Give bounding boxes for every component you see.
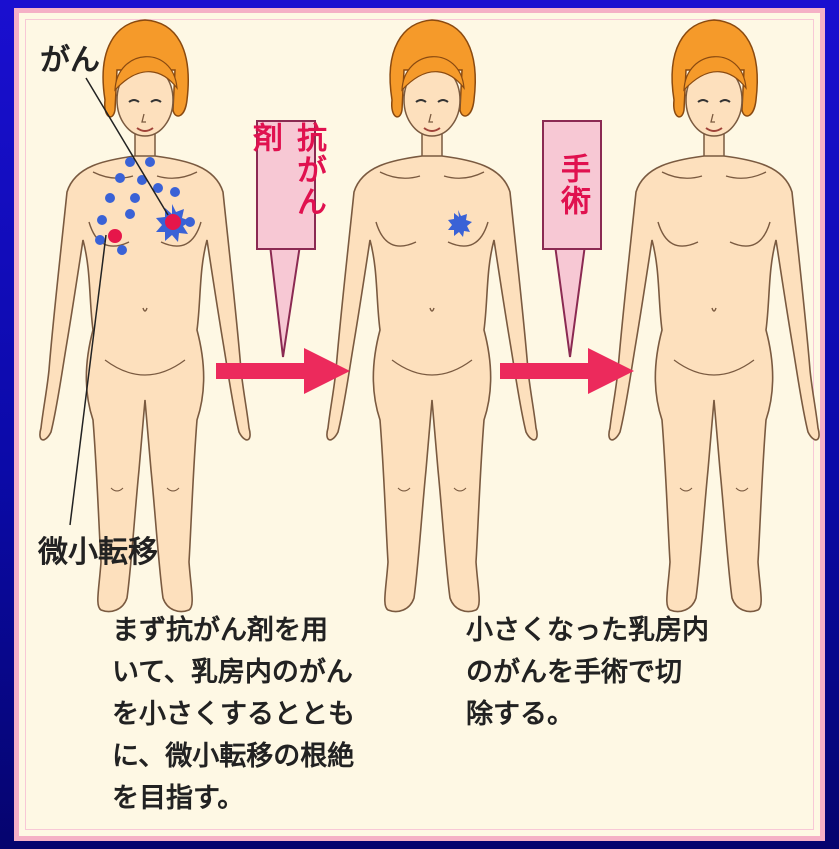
cancer-label: がん: [40, 43, 100, 78]
micrometastasis-label: 微小転移: [37, 535, 158, 570]
figure-after-chemo: [327, 20, 537, 612]
caption-chemo-step: まず抗がん剤を用 いて、乳房内のがん を小さくするととも に、微小転移の根絶 を…: [112, 610, 432, 820]
caption-surgery-step: 小さくなった乳房内 のがんを手術で切 除する。: [466, 610, 786, 736]
figure-before-treatment: [40, 20, 250, 612]
surgery-sign: 手術: [542, 120, 602, 250]
chemo-sign: 抗がん剤: [256, 120, 316, 250]
figure-after-surgery: [609, 20, 819, 612]
